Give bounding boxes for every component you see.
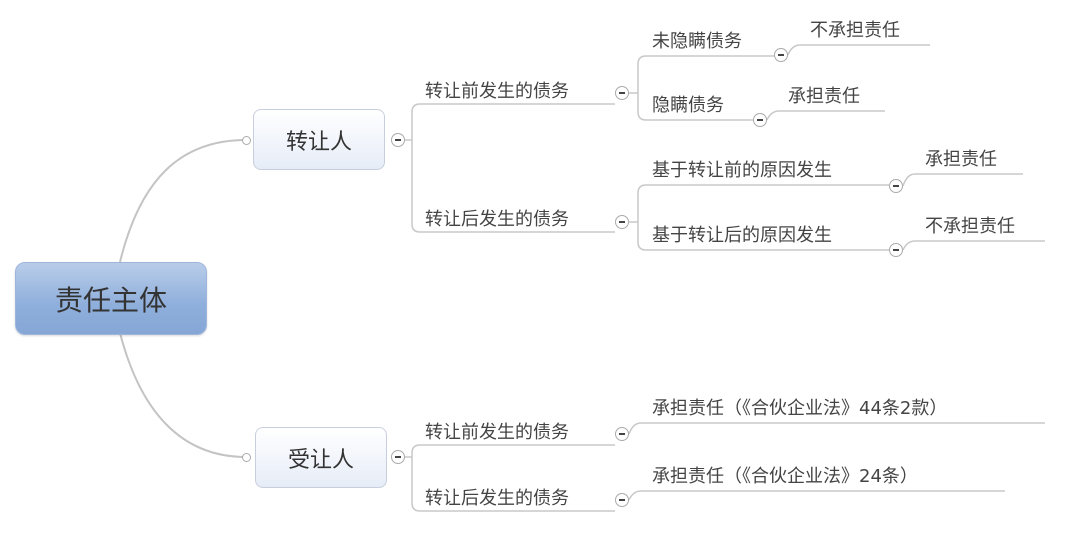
collapse-toggle-icon[interactable] bbox=[391, 133, 405, 147]
collapse-toggle-icon[interactable] bbox=[753, 113, 767, 127]
node-result[interactable]: 承担责任 bbox=[925, 149, 997, 170]
collapse-toggle-icon[interactable] bbox=[615, 427, 629, 441]
collapse-toggle-icon[interactable] bbox=[615, 86, 629, 100]
node-result[interactable]: 不承担责任 bbox=[925, 216, 1015, 237]
connector-dot bbox=[242, 453, 251, 462]
node-transferee[interactable]: 受让人 bbox=[255, 427, 387, 488]
root-node[interactable]: 责任主体 bbox=[15, 262, 207, 335]
collapse-toggle-icon[interactable] bbox=[391, 450, 405, 464]
node-result[interactable]: 承担责任（《合伙企业法》24条） bbox=[652, 466, 918, 487]
node-result[interactable]: 承担责任 bbox=[788, 86, 860, 107]
collapse-toggle-icon[interactable] bbox=[774, 48, 788, 62]
connector-root-transferee bbox=[119, 332, 247, 458]
node-debt-before[interactable]: 转让前发生的债务 bbox=[425, 81, 569, 102]
collapse-toggle-icon[interactable] bbox=[889, 179, 903, 193]
node-undisclosed-no[interactable]: 未隐瞒债务 bbox=[652, 31, 742, 52]
node-debt-after[interactable]: 转让后发生的债务 bbox=[425, 488, 569, 509]
node-transferor[interactable]: 转让人 bbox=[253, 109, 385, 170]
connector-root-transferor bbox=[119, 139, 247, 263]
node-concealed[interactable]: 隐瞒债务 bbox=[652, 95, 724, 116]
collapse-toggle-icon[interactable] bbox=[615, 215, 629, 229]
node-debt-after[interactable]: 转让后发生的债务 bbox=[425, 209, 569, 230]
node-debt-before[interactable]: 转让前发生的债务 bbox=[425, 422, 569, 443]
node-result[interactable]: 承担责任（《合伙企业法》44条2款） bbox=[652, 398, 948, 419]
node-cause-before[interactable]: 基于转让前的原因发生 bbox=[652, 160, 832, 181]
collapse-toggle-icon[interactable] bbox=[889, 243, 903, 257]
collapse-toggle-icon[interactable] bbox=[615, 493, 629, 507]
node-cause-after[interactable]: 基于转让后的原因发生 bbox=[652, 225, 832, 246]
node-result[interactable]: 不承担责任 bbox=[810, 20, 900, 41]
connector-dot bbox=[242, 136, 251, 145]
